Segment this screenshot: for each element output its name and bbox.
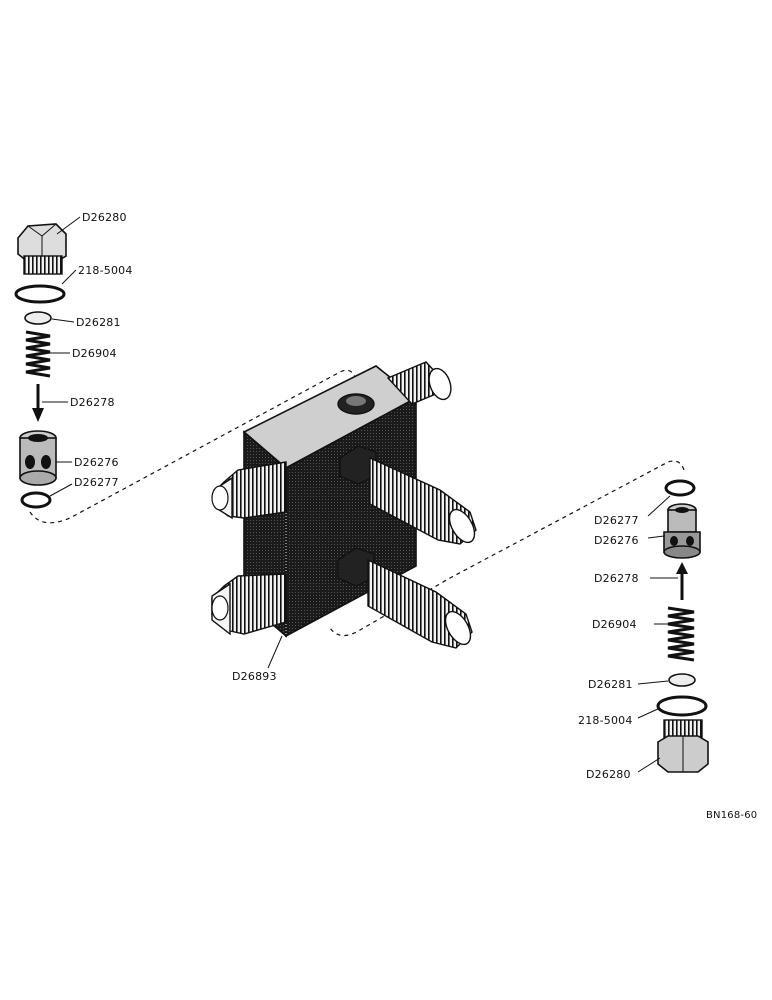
left-spring: [25, 330, 51, 378]
label-right-disc: D26281: [588, 678, 633, 691]
fitting-lower-left: [211, 573, 287, 636]
right-plug: [657, 719, 709, 773]
left-seat: [19, 430, 57, 486]
right-oring: [656, 695, 708, 717]
right-spring: [667, 606, 695, 662]
left-pin: [32, 384, 44, 422]
label-right-oring: 218-5004: [578, 714, 633, 727]
label-left-disc: D26281: [76, 316, 121, 329]
label-left-plug: D26280: [82, 211, 127, 224]
right-assembly-path: [329, 460, 685, 637]
right-ring: [664, 479, 696, 497]
right-seat: [663, 503, 701, 559]
label-left-oring: 218-5004: [78, 264, 133, 277]
label-right-pin: D26278: [594, 572, 639, 585]
label-left-seat: D26276: [74, 456, 119, 469]
left-ring: [20, 491, 52, 509]
label-left-ring: D26277: [74, 476, 119, 489]
figure-code: BN168-60: [706, 810, 757, 821]
label-right-seat: D26276: [594, 534, 639, 547]
left-oring: [14, 284, 66, 304]
fitting-upper-right: [339, 445, 477, 545]
fitting-top-back: [386, 361, 452, 405]
label-valve-body: D26893: [232, 670, 277, 683]
fitting-lower-right: [337, 547, 473, 649]
label-right-plug: D26280: [586, 768, 631, 781]
right-pin: [676, 562, 688, 600]
label-left-pin: D26278: [70, 396, 115, 409]
label-right-spring: D26904: [592, 618, 637, 631]
right-disc: [668, 673, 696, 687]
left-disc: [24, 311, 52, 325]
label-right-ring: D26277: [594, 514, 639, 527]
left-plug: [17, 223, 67, 275]
fitting-upper-left: [211, 461, 287, 520]
label-left-spring: D26904: [72, 347, 117, 360]
